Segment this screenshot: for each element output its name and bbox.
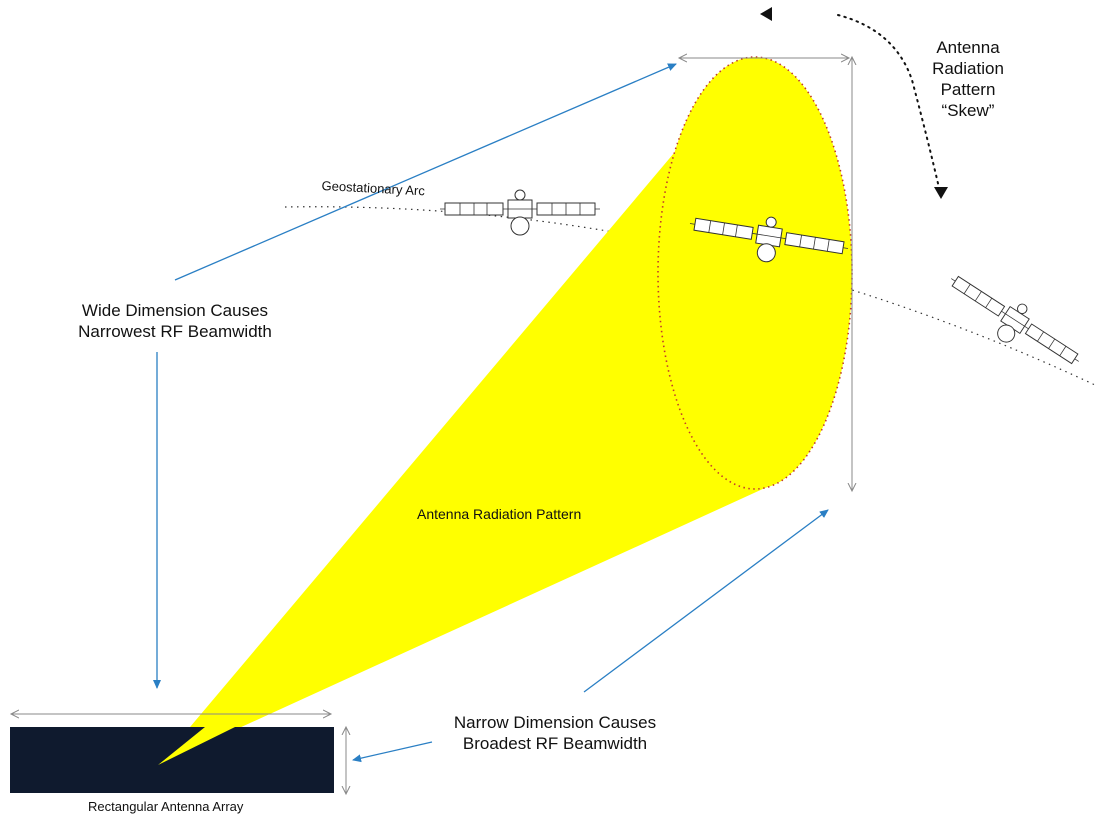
skew-label-line4: “Skew”: [941, 101, 995, 120]
beam-ellipse: [657, 56, 853, 490]
wide-dimension-label: Wide Dimension Causes Narrowest RF Beamw…: [50, 300, 300, 342]
narrow-to-array-arrow: [352, 741, 433, 763]
beam-cone: [158, 57, 765, 765]
beam-origin: [158, 727, 235, 765]
curved-skew-arrow-icon: [837, 14, 941, 193]
skew-label-line3: Pattern: [940, 80, 996, 99]
skew-label-line1: Antenna: [936, 38, 1000, 57]
wide-label-line1: Wide Dimension Causes: [81, 301, 269, 320]
antenna-array: [10, 727, 334, 793]
satellite-icon: [439, 189, 601, 236]
satellite-icon: [937, 262, 1090, 383]
wide-to-ellipse-arrow: [174, 63, 677, 281]
skew-arrowhead-bottom: [934, 187, 948, 199]
narrow-dimension-label: Narrow Dimension Causes Broadest RF Beam…: [420, 712, 690, 754]
skew-arrowhead-top: [760, 7, 772, 21]
radiation-pattern-label: Antenna Radiation Pattern: [417, 506, 582, 522]
wide-label-line2: Narrowest RF Beamwidth: [78, 322, 272, 341]
narrow-label-line2: Broadest RF Beamwidth: [462, 734, 648, 753]
skew-label: Antenna Radiation Pattern “Skew”: [918, 37, 1018, 121]
narrow-label-line1: Narrow Dimension Causes: [453, 713, 657, 732]
narrow-to-ellipse-arrow: [583, 509, 829, 693]
antenna-array-label: Rectangular Antenna Array: [88, 799, 244, 814]
skew-label-line2: Radiation: [932, 59, 1004, 78]
